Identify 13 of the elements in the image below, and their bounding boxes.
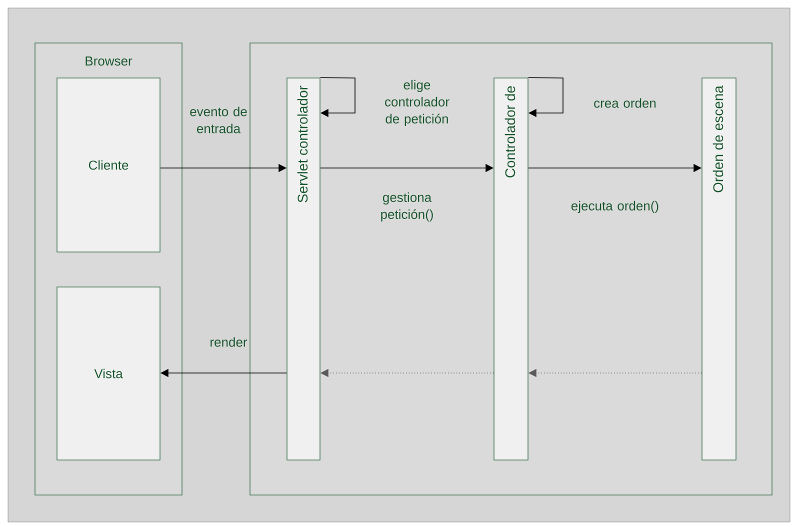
edge-label: elige controlador de petición — [385, 80, 450, 126]
edge-label: crea orden — [594, 98, 656, 108]
arrow — [320, 77, 356, 118]
edge-label: gestiona petición() — [381, 192, 433, 222]
arrow — [528, 77, 564, 118]
object-box: Cliente — [56, 78, 160, 252]
edge-label: evento de entrada — [190, 106, 247, 134]
edge-label: render — [210, 337, 248, 347]
edge-label: ejecuta orden() — [571, 200, 658, 214]
lifeline-bar: Controlador de — [494, 78, 528, 460]
object-box: Vista — [56, 286, 160, 460]
lifeline-bar: Servlet controlador — [286, 78, 320, 460]
lifeline-bar: Orden de escena — [702, 78, 736, 460]
